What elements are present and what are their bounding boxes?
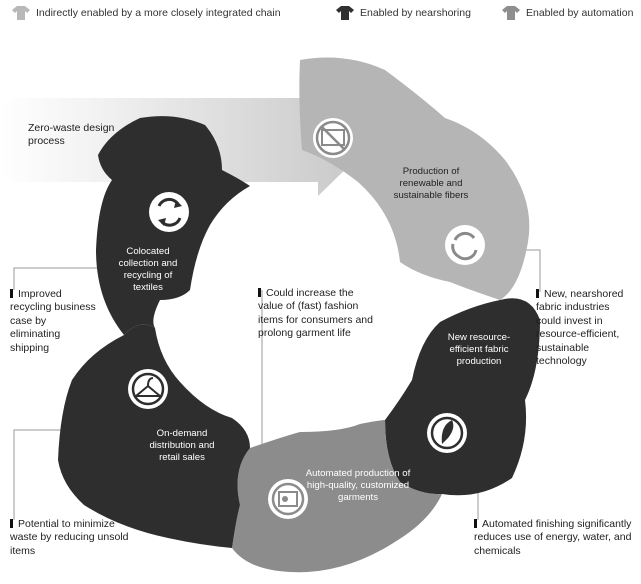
legend-item-integrated: Indirectly enabled by a more closely int… xyxy=(12,6,281,20)
stage-shirt-fabric xyxy=(385,298,540,496)
callout-marker xyxy=(10,289,13,298)
shirt-mid-icon xyxy=(502,6,520,20)
callout-text: Improved recycling business case by elim… xyxy=(10,288,96,354)
swirl-icon xyxy=(445,225,485,265)
stage-label-fabric: New resource-efficient fabric production xyxy=(447,332,511,367)
stage-label-garments: Automated production of high-quality, cu… xyxy=(305,468,411,503)
legend-item-automation: Enabled by automation xyxy=(502,6,633,20)
callout-marker xyxy=(10,519,13,528)
legend-label: Indirectly enabled by a more closely int… xyxy=(36,7,281,19)
stage-shirt-garments xyxy=(232,420,442,573)
callout-text: Could increase the value of (fast) fashi… xyxy=(258,287,373,340)
no-waste-icon xyxy=(313,118,353,158)
callout-center: Could increase the value of (fast) fashi… xyxy=(258,287,376,341)
recycle-icon xyxy=(149,192,189,232)
shirt-light-icon xyxy=(12,6,30,20)
callout-text: Automated finishing significantly reduce… xyxy=(474,518,632,557)
callout-marker xyxy=(258,288,261,297)
callout-text: New, nearshored fabric industries could … xyxy=(536,288,624,368)
callout-marker xyxy=(536,289,539,298)
callout-waste: Potential to minimize waste by reducing … xyxy=(10,518,132,558)
stage-label-recycling: Colocated collection and recycling of te… xyxy=(118,246,178,293)
callout-nearshore: New, nearshored fabric industries could … xyxy=(536,288,636,369)
hand-leaf-icon xyxy=(427,413,467,453)
callout-recycling: Improved recycling business case by elim… xyxy=(10,288,96,355)
legend-item-nearshoring: Enabled by nearshoring xyxy=(336,6,471,20)
hanger-icon xyxy=(128,369,168,409)
zero-waste-label: Zero-waste design process xyxy=(28,122,115,148)
legend-label: Enabled by nearshoring xyxy=(360,7,471,19)
shirt-dark-icon xyxy=(336,6,354,20)
callout-finishing: Automated finishing significantly reduce… xyxy=(474,518,638,558)
legend-label: Enabled by automation xyxy=(526,7,634,19)
callout-text: Potential to minimize waste by reducing … xyxy=(10,518,129,557)
machine-icon xyxy=(268,479,308,519)
stage-label-retail: On-demand distribution and retail sales xyxy=(149,428,215,463)
stage-shirt-retail xyxy=(58,324,250,548)
callout-marker xyxy=(474,519,477,528)
stage-label-fibers: Production of renewable and sustainable … xyxy=(393,166,469,201)
